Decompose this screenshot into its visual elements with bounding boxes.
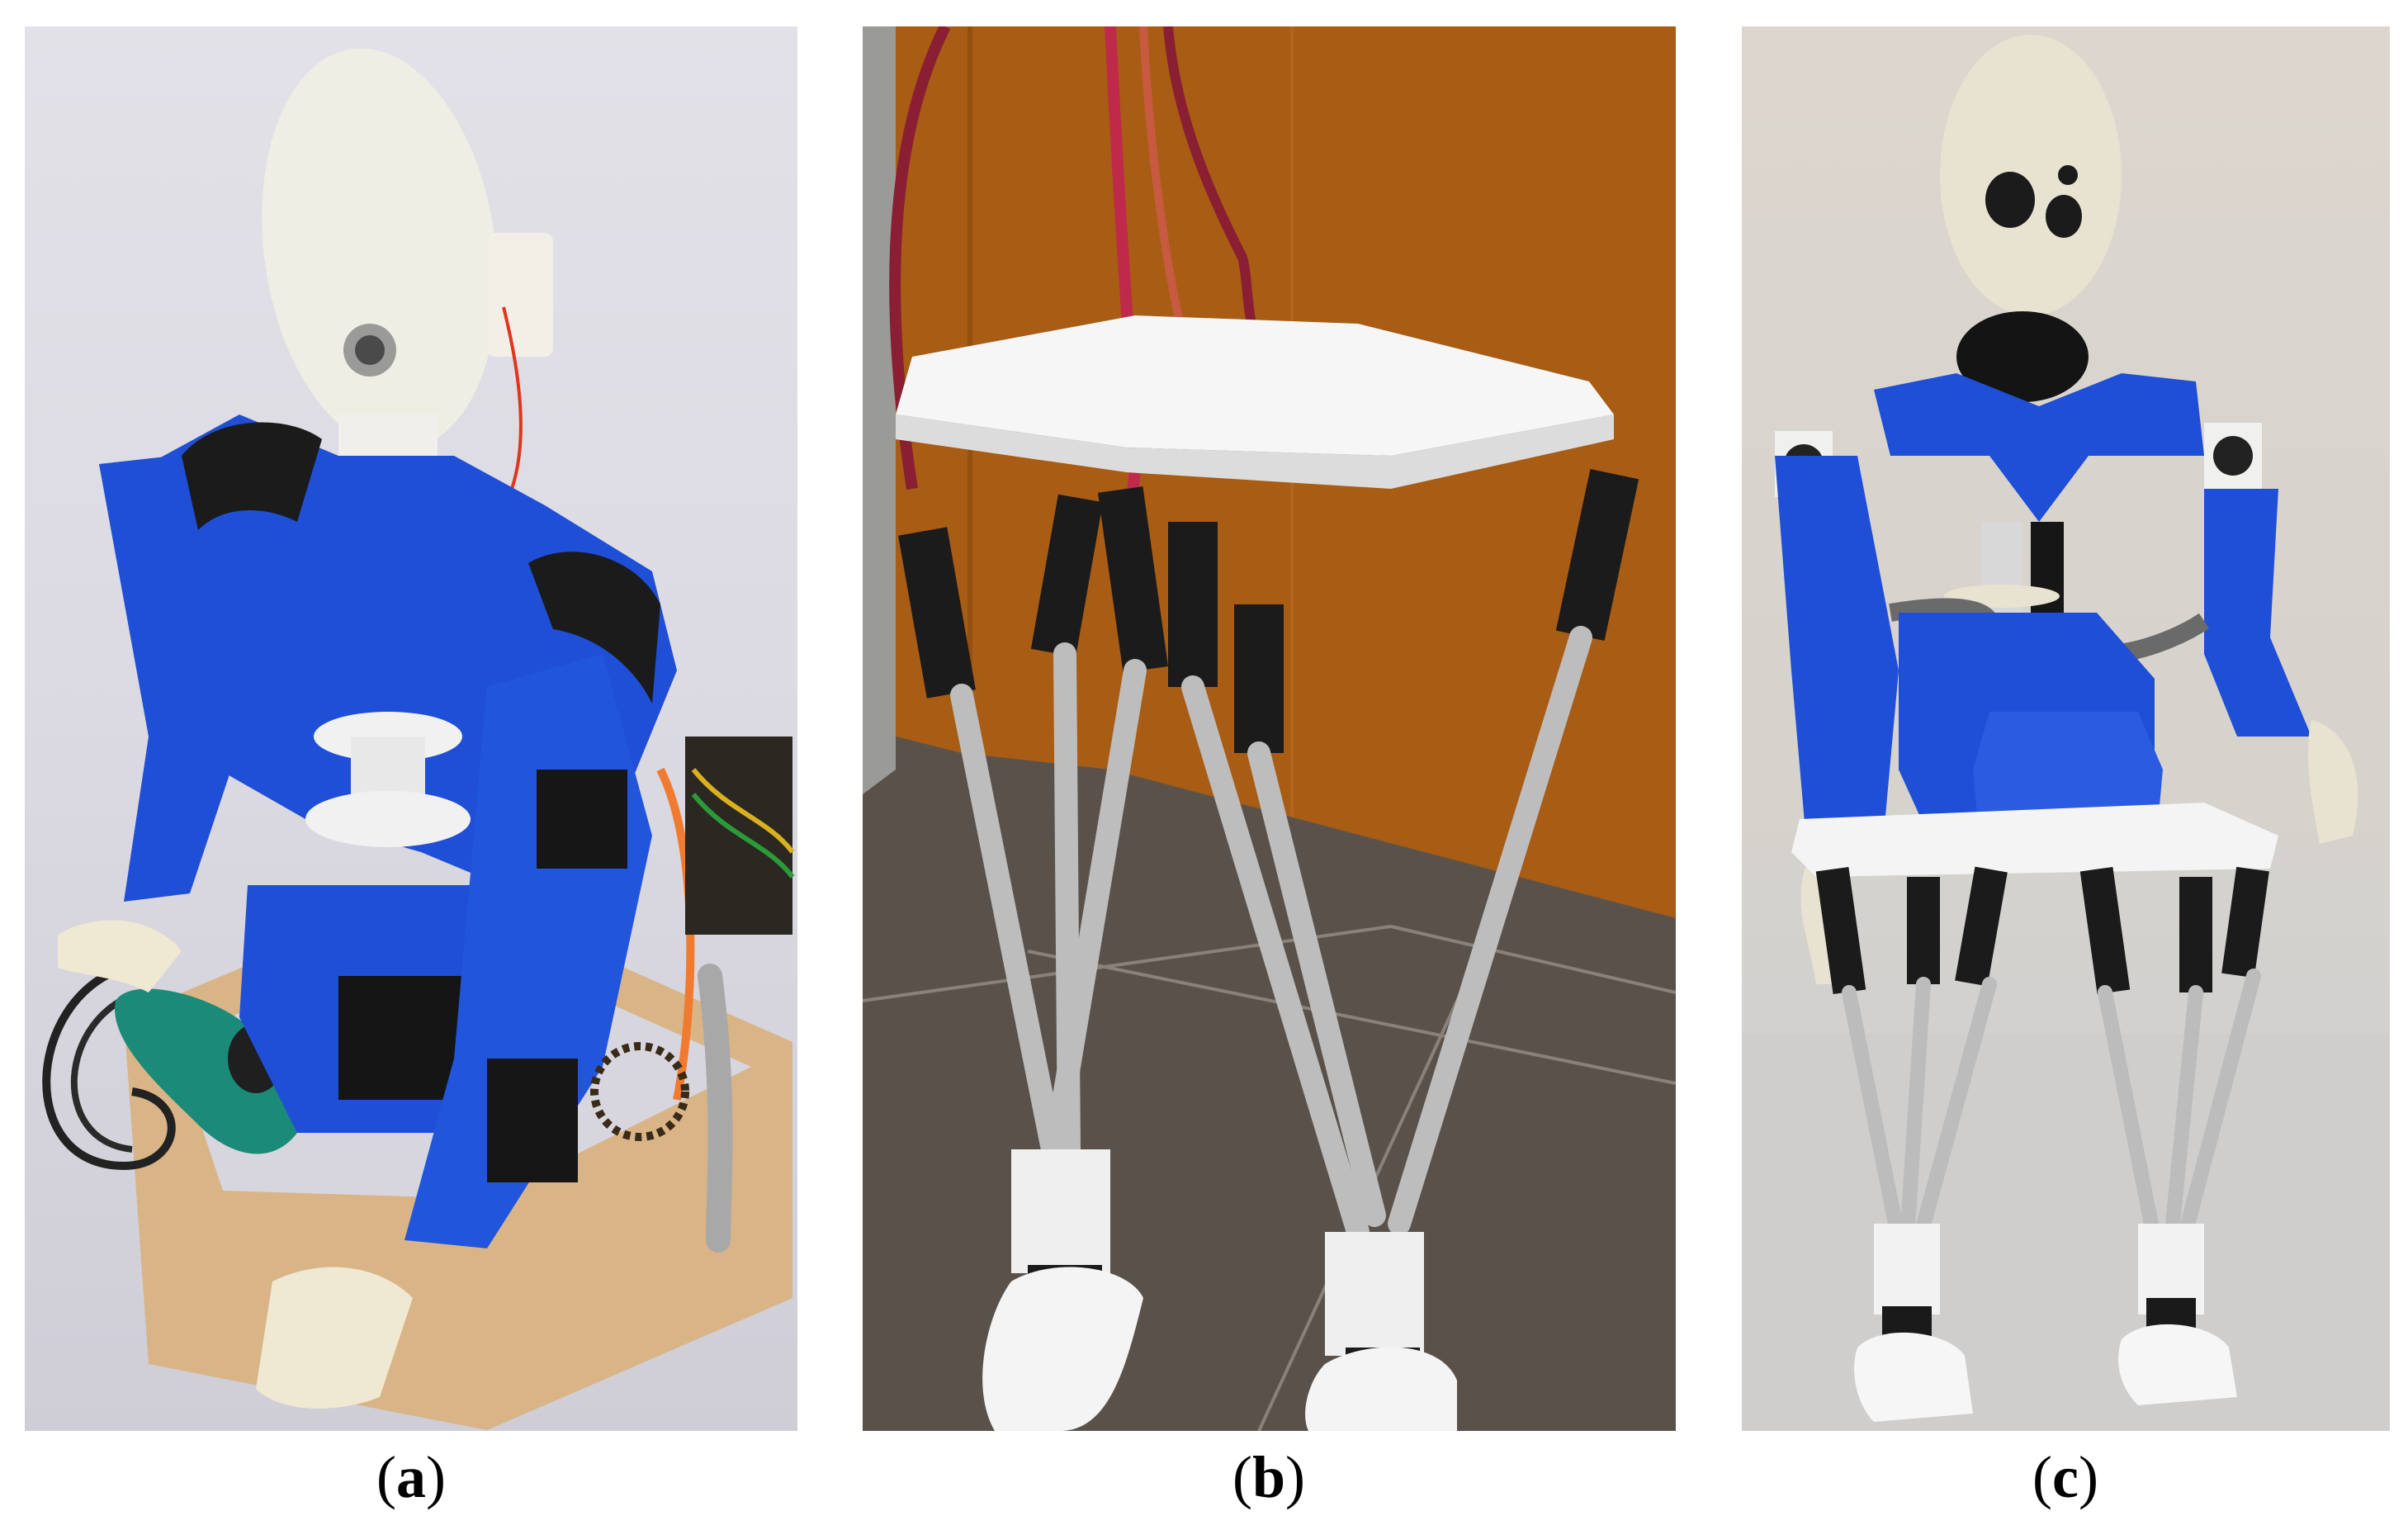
caption-paren-close: ): [426, 1444, 446, 1510]
caption-letter: a: [396, 1444, 426, 1510]
caption-paren-close: ): [2078, 1444, 2098, 1510]
caption-a: (a): [287, 1443, 535, 1512]
photo-panel-a: [25, 26, 797, 1431]
caption-paren-open: (: [2032, 1444, 2053, 1510]
caption-letter: b: [1251, 1444, 1286, 1510]
caption-b: (b): [1145, 1443, 1393, 1512]
full-humanoid-illustration: [1742, 35, 2390, 1431]
caption-letter: c: [2052, 1444, 2079, 1510]
robot-upper-body-illustration: [42, 48, 795, 1430]
parallel-legs-illustration: [863, 26, 1676, 1431]
caption-c: (c): [1942, 1443, 2189, 1512]
photo-panel-b: [863, 26, 1676, 1431]
photo-panel-c: [1742, 26, 2390, 1431]
caption-paren-close: ): [1285, 1444, 1305, 1510]
caption-paren-open: (: [376, 1444, 396, 1510]
caption-paren-open: (: [1232, 1444, 1252, 1510]
